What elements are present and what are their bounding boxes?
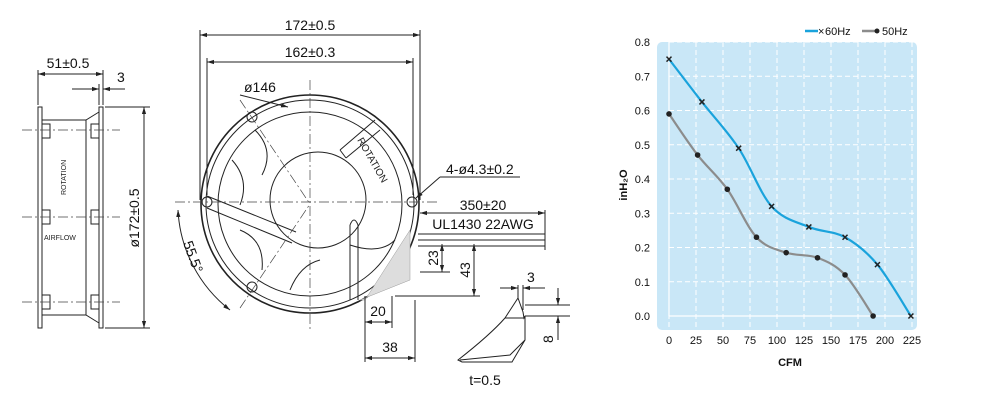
cable-spec: UL1430 22AWG [432, 216, 533, 232]
data-point-60Hz [665, 56, 673, 63]
x-axis-label: CFM [778, 357, 802, 369]
x-tick-label: 100 [768, 335, 786, 347]
x-tick-label: 150 [822, 335, 840, 347]
dim-38: 38 [382, 339, 398, 355]
y-tick-label: 0.2 [635, 243, 650, 255]
rotation-label-side: ROTATION [61, 160, 68, 195]
data-point-50Hz [842, 272, 848, 278]
series-line-60Hz [668, 58, 912, 317]
legend-50hz: 50Hz [882, 26, 908, 38]
y-tick-label: 0.6 [635, 106, 650, 118]
series-line-50Hz [668, 113, 875, 317]
flange-dim: 3 [117, 69, 125, 85]
inner-dim: ø146 [244, 79, 276, 95]
data-point-50Hz [814, 254, 821, 261]
data-point-60Hz [842, 234, 849, 241]
x-tick-label: 175 [849, 335, 867, 347]
legend-60hz: 60Hz [825, 26, 851, 38]
plot-area [657, 42, 917, 330]
clip-dim-8: 8 [540, 335, 556, 343]
side-diameter-dim: ø172±0.5 [126, 188, 142, 247]
data-point-60Hz [874, 261, 881, 268]
legend-60hz-marker: × [818, 26, 824, 38]
clip-dim-3: 3 [527, 269, 535, 285]
legend: × 60Hz 50Hz [805, 26, 908, 38]
data-point-60Hz [805, 223, 812, 230]
data-point-60Hz [768, 203, 775, 210]
x-tick-label: 0 [666, 335, 672, 347]
data-point-60Hz [698, 98, 705, 105]
hole-spacing-dim: 162±0.3 [285, 44, 336, 60]
airflow-label: AIRFLOW [44, 235, 76, 242]
y-axis-label: inH₂O [618, 169, 630, 201]
y-tick-label: 0.8 [635, 37, 650, 49]
data-point-60Hz [735, 145, 742, 152]
side-view: 51±0.5 3 ø172±0.5 ROTATION AIRFLOW [22, 55, 150, 329]
data-point-50Hz [870, 313, 876, 319]
thickness-label: t=0.5 [469, 372, 501, 388]
clip-detail: 3 8 t=0.5 [457, 269, 570, 388]
y-tick-label: 0.5 [635, 140, 650, 152]
x-tick-label: 25 [690, 335, 702, 347]
dim-20: 20 [370, 303, 386, 319]
data-point-50Hz [753, 234, 760, 241]
y-tick-label: 0.0 [635, 311, 650, 323]
y-tick-label: 0.1 [635, 277, 650, 289]
x-tick-label: 50 [717, 335, 729, 347]
legend-50hz-marker [874, 28, 880, 34]
cable-length-dim: 350±20 [460, 197, 507, 213]
x-tick-label: 125 [795, 335, 813, 347]
data-point-60Hz [907, 312, 914, 320]
dim-43: 43 [457, 262, 473, 278]
x-tick-label: 75 [744, 335, 756, 347]
side-width-dim: 51±0.5 [47, 55, 90, 71]
dim-23: 23 [425, 250, 441, 266]
y-tick-label: 0.7 [635, 71, 650, 83]
data-point-50Hz [666, 111, 672, 117]
data-point-50Hz [694, 152, 701, 158]
outer-dim: 172±0.5 [285, 17, 336, 33]
data-point-50Hz [783, 249, 789, 256]
y-tick-label: 0.3 [635, 208, 650, 220]
y-tick-label: 0.4 [635, 174, 650, 186]
data-point-50Hz [724, 186, 731, 193]
hole-dim: 4-ø4.3±0.2 [446, 161, 514, 177]
x-tick-label: 200 [876, 335, 894, 347]
x-tick-label: 225 [903, 335, 921, 347]
